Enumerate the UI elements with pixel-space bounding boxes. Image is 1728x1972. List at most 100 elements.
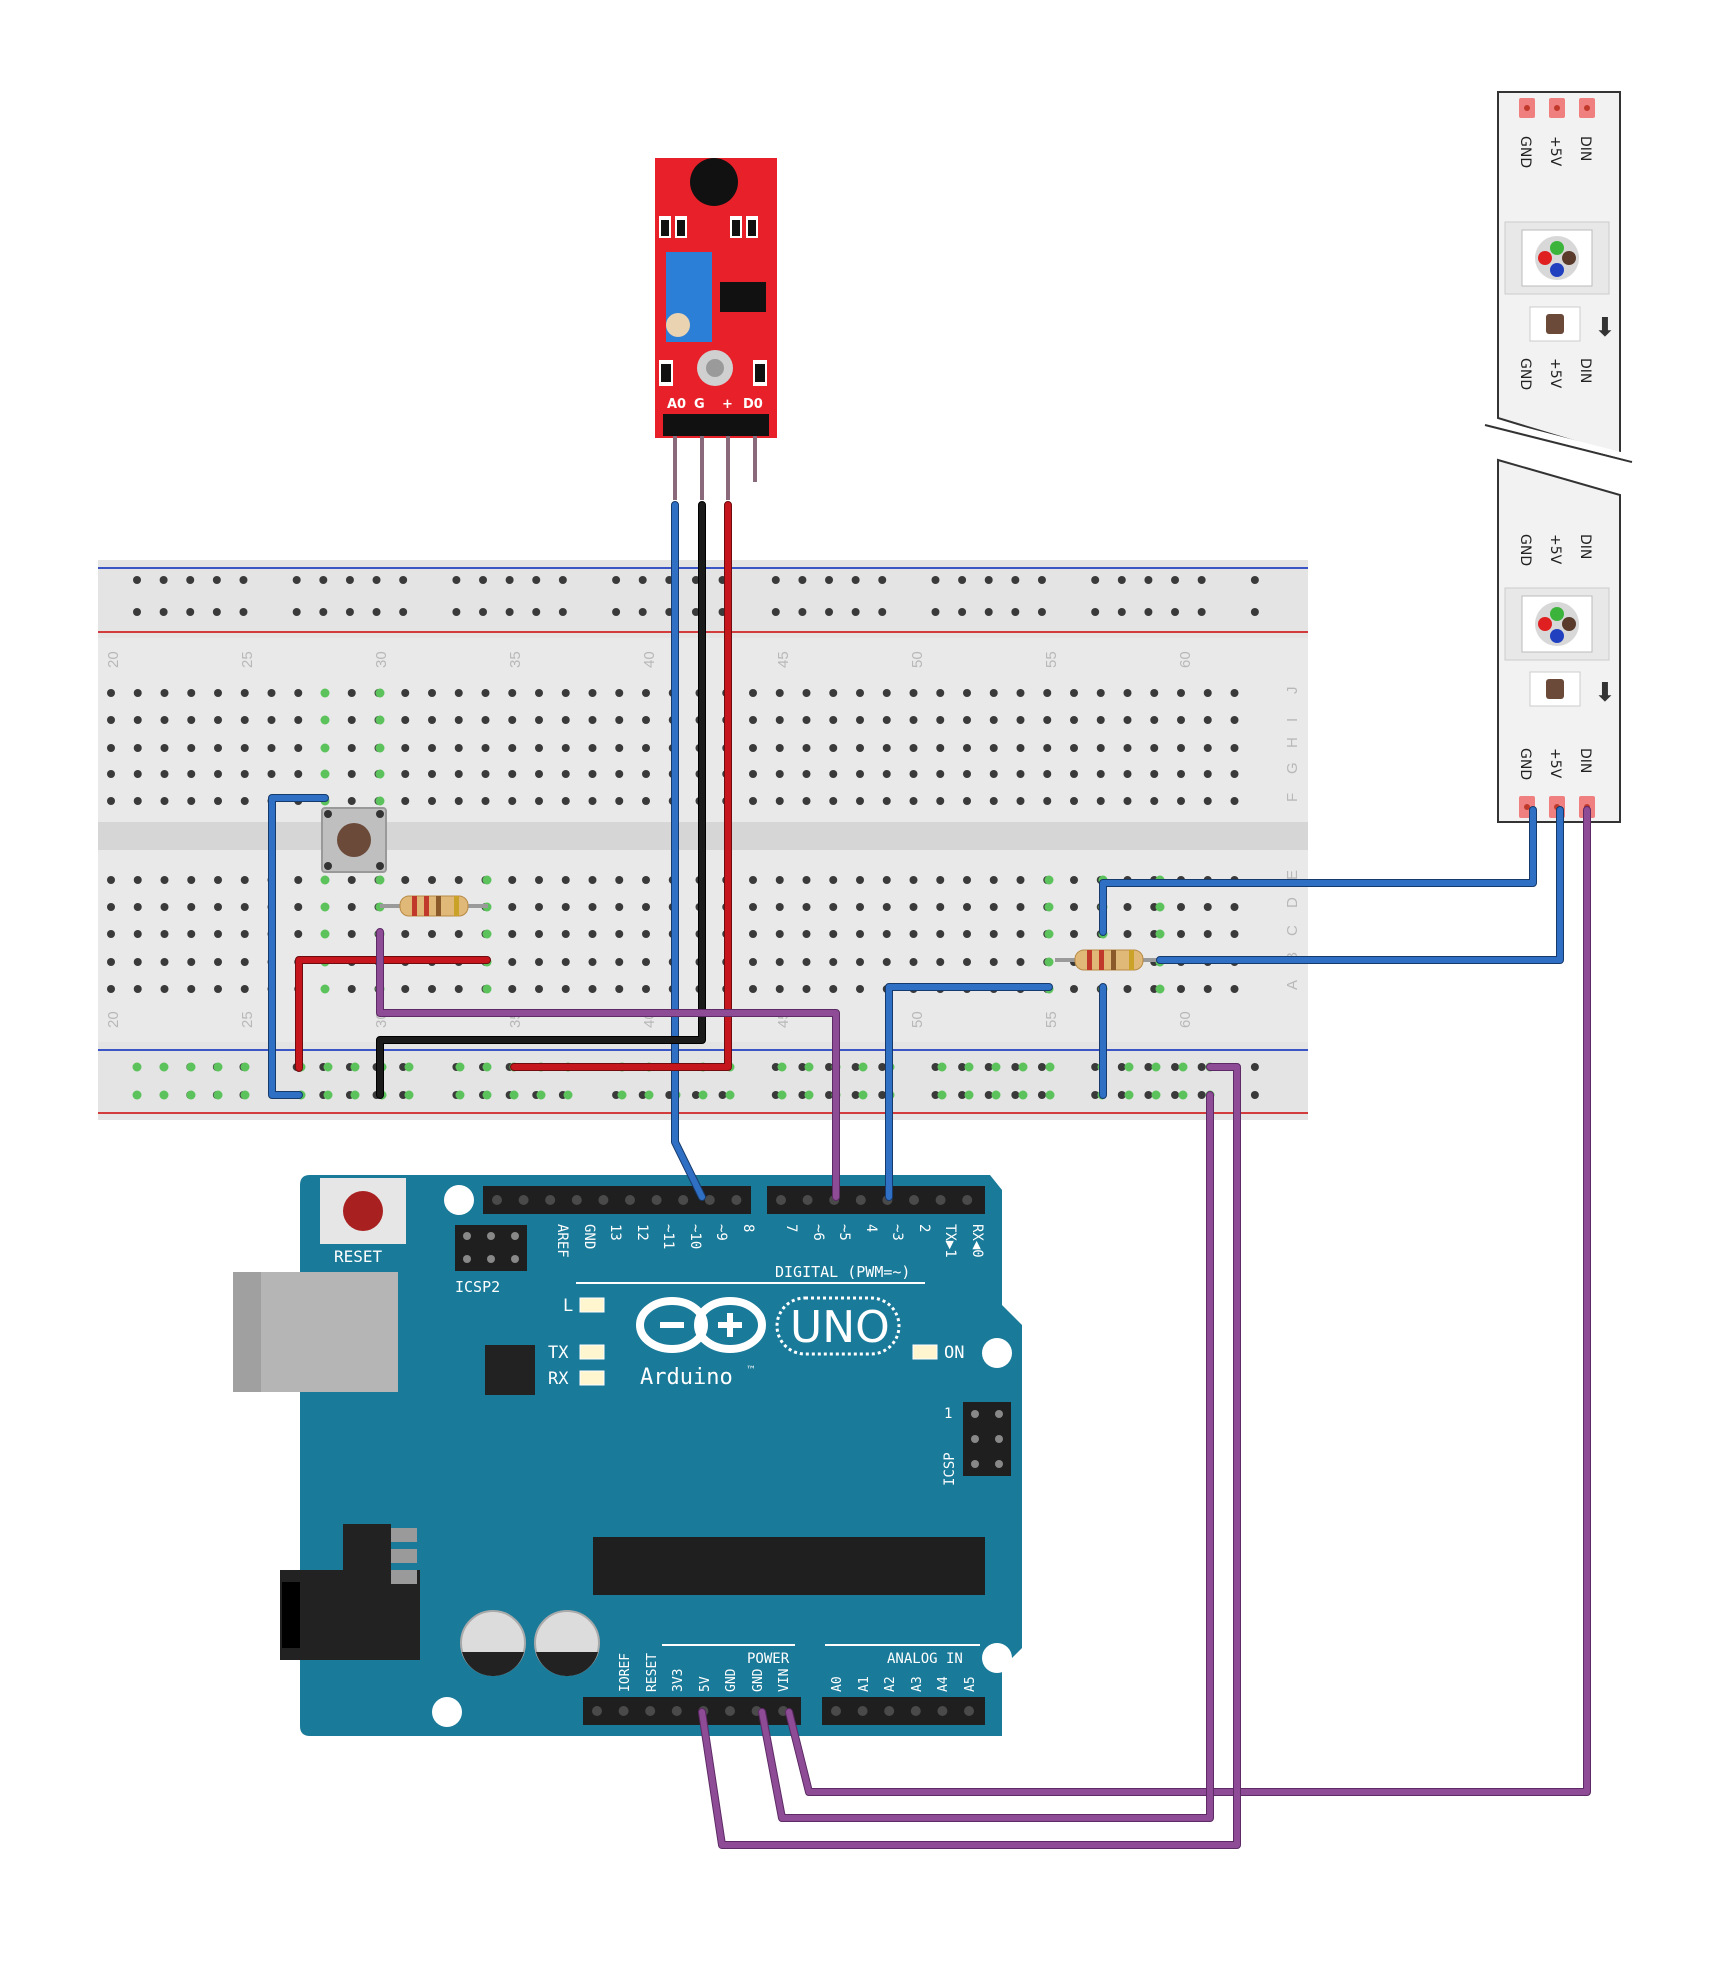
rail-hole	[319, 608, 328, 616]
breadboard-hole	[1070, 930, 1078, 938]
breadboard-hole	[454, 797, 463, 805]
power-label: POWER	[747, 1651, 790, 1667]
rail-hole	[825, 576, 834, 584]
breadboard-hole	[267, 716, 276, 724]
strip-arrow-icon: ⬇	[1594, 678, 1616, 708]
active-hole	[964, 1090, 974, 1100]
rail-hole	[958, 576, 967, 584]
pin-label-rx0: RX◀0	[969, 1224, 985, 1258]
breadboard-hole	[802, 797, 811, 805]
header-hole	[492, 1195, 502, 1205]
breadboard-hole	[882, 689, 891, 697]
breadboard-hole	[267, 689, 276, 697]
breadboard-hole	[508, 958, 517, 966]
strip-label-5v: +5V	[1547, 748, 1563, 779]
breadboard-hole	[107, 903, 115, 911]
rail-hole	[1117, 1091, 1126, 1099]
breadboard-hole	[829, 770, 838, 778]
pin-label-2: 2	[916, 1224, 932, 1232]
wire-strip-din[interactable]	[1157, 807, 1563, 963]
breadboard-hole	[1043, 716, 1052, 724]
breadboard-hole	[508, 903, 517, 911]
active-hole	[404, 1090, 414, 1100]
rail-hole	[984, 1063, 993, 1071]
active-hole	[777, 1090, 787, 1100]
breadboard-hole	[347, 770, 356, 778]
breadboard-hole	[107, 876, 115, 884]
capacitor	[534, 1610, 600, 1677]
breadboard-hole	[535, 876, 543, 884]
breadboard-hole	[214, 958, 222, 966]
wire-sensor-a0-to-pin9[interactable]	[672, 502, 705, 1200]
breadboard-hole	[214, 903, 222, 911]
breadboard-hole	[749, 797, 757, 805]
rail-hole	[771, 576, 780, 584]
rail-hole	[1117, 608, 1126, 616]
breadboard-hole	[963, 716, 971, 724]
active-hole	[320, 715, 330, 725]
led-l-label: L	[563, 1296, 573, 1316]
breadboard-hole	[214, 770, 222, 778]
breadboard-hole	[802, 985, 811, 993]
breadboard-hole	[508, 797, 517, 805]
breadboard-hole	[775, 985, 784, 993]
wire-button-power[interactable]	[296, 957, 490, 1071]
wire-pin3-to-resistor[interactable]	[886, 984, 1052, 1200]
icsp2-header	[455, 1225, 527, 1271]
rail-hole	[718, 1091, 727, 1099]
digital-label: DIGITAL (PWM=~)	[775, 1263, 910, 1281]
pin-label-tx1: TX▶1	[942, 1224, 958, 1258]
pin-label-reset: RESET	[645, 1653, 660, 1692]
wire-rail-to-5v[interactable]	[699, 1064, 1240, 1848]
breadboard-hole	[642, 744, 650, 752]
breadboard-hole	[936, 958, 945, 966]
wire-strip-gnd[interactable]	[1100, 807, 1536, 935]
header-hole	[776, 1195, 786, 1205]
breadboard-hole	[802, 770, 811, 778]
wire-sensor-vcc[interactable]	[511, 502, 731, 1070]
rail-hole	[958, 1091, 967, 1099]
reset-button[interactable]	[320, 1178, 406, 1244]
breadboard-hole	[214, 689, 222, 697]
breadboard-hole	[856, 716, 864, 724]
breadboard-hole	[508, 689, 517, 697]
breadboard-hole	[775, 689, 784, 697]
breadboard-hole	[561, 770, 570, 778]
rail-hole	[1037, 608, 1046, 616]
power-pin-holes	[592, 1706, 974, 1716]
breadboard-hole	[1203, 930, 1212, 938]
wire-sensor-gnd[interactable]	[377, 502, 705, 1098]
header-hole	[884, 1706, 895, 1716]
breadboard-hole	[615, 903, 624, 911]
breadboard-hole	[615, 797, 624, 805]
header-hole	[671, 1706, 682, 1716]
rail-hole	[958, 608, 967, 616]
breadboard-hole	[615, 958, 624, 966]
header-hole	[645, 1706, 656, 1716]
breadboard-hole	[856, 903, 864, 911]
rail-hole	[851, 1063, 860, 1071]
wire-rail-to-gnd[interactable]	[759, 1092, 1213, 1821]
column-number: 50	[909, 1011, 926, 1028]
header-hole	[831, 1706, 841, 1716]
strip-label-gnd: GND	[1517, 358, 1533, 390]
wire-strip-5v-to-vin[interactable]	[786, 807, 1590, 1795]
active-hole	[1044, 957, 1054, 967]
breadboard-hole	[160, 744, 169, 752]
push-button[interactable]	[321, 807, 387, 873]
rail-hole	[212, 608, 221, 616]
breadboard-hole	[1096, 797, 1105, 805]
active-hole	[186, 1062, 196, 1072]
breadboard-hole	[481, 689, 490, 697]
breadboard-hole	[428, 797, 436, 805]
pin-label-a2: A2	[883, 1676, 898, 1692]
header-hole	[545, 1195, 556, 1205]
rail-hole	[1011, 576, 1020, 584]
breadboard-hole	[936, 716, 945, 724]
wire-button-ground[interactable]	[269, 795, 328, 1098]
pin-label-a4: A4	[936, 1676, 951, 1692]
wire-button-to-pin5[interactable]	[377, 929, 839, 1200]
breadboard-hole	[1070, 689, 1078, 697]
breadboard-hole	[481, 716, 490, 724]
breadboard-hole	[1123, 797, 1132, 805]
